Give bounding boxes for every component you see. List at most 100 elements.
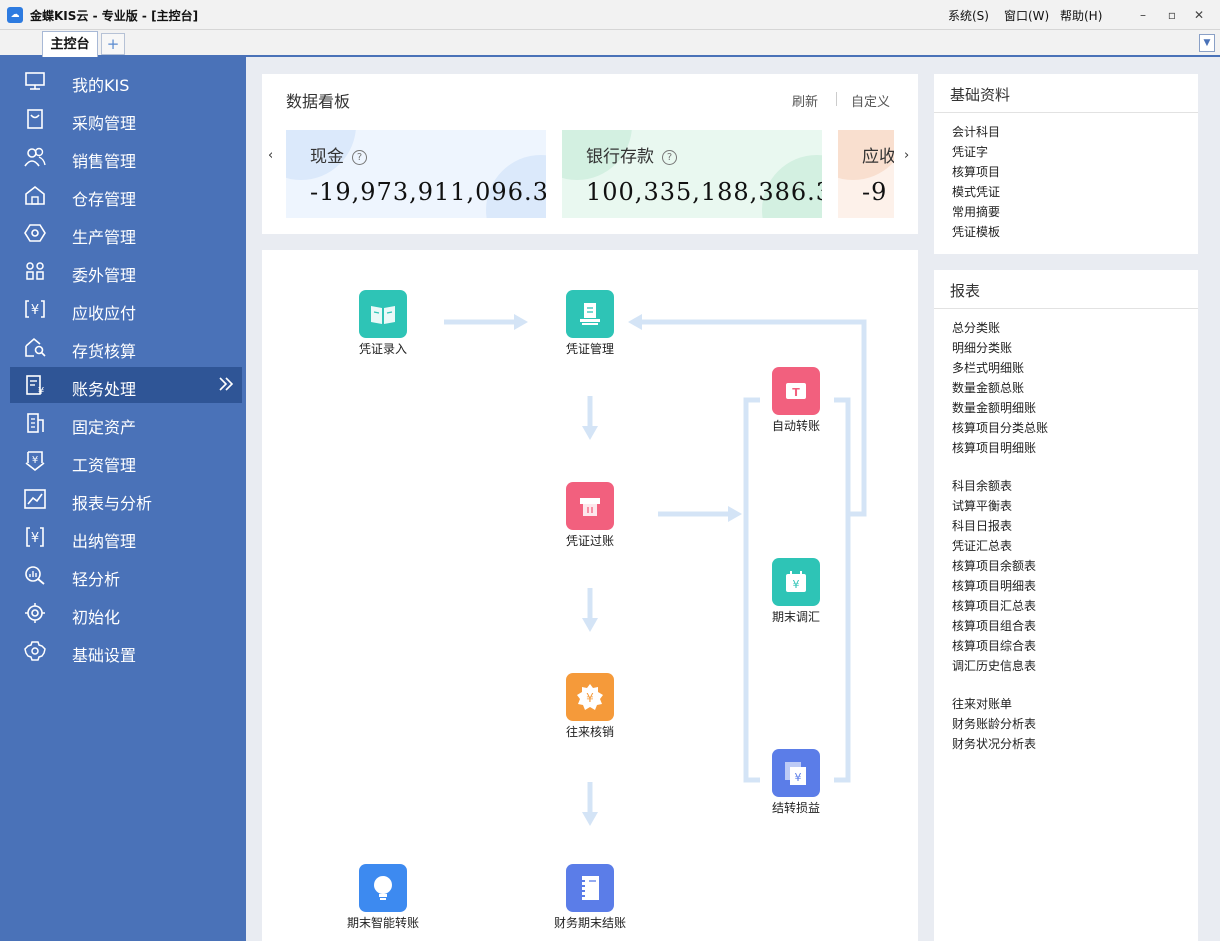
maximize-icon[interactable]: ▫ <box>1167 8 1177 22</box>
report-link[interactable]: 核算项目汇总表 <box>952 599 1037 613</box>
help-icon[interactable]: ? <box>662 150 677 165</box>
yen-box-icon: ¥ <box>25 300 45 318</box>
report-link[interactable]: 明细分类账 <box>952 341 1013 355</box>
customize-link[interactable]: 自定义 <box>851 95 891 110</box>
flow-node-smart-transfer[interactable]: 期末智能转账 <box>328 864 438 930</box>
link-accounting-items[interactable]: 核算项目 <box>952 165 1001 179</box>
menu-help[interactable]: 帮助(H) <box>1060 9 1103 23</box>
sidebar-item-inventory-costing[interactable]: 存货核算 <box>10 329 242 365</box>
flow-node-label: 结转损益 <box>771 801 820 815</box>
report-link[interactable]: 核算项目明细账 <box>952 441 1037 455</box>
double-chevron-right-icon <box>219 377 234 391</box>
flow-node-voucher-entry[interactable]: 凭证录入 <box>328 290 438 356</box>
report-link[interactable]: 核算项目分类总账 <box>952 421 1049 435</box>
report-link[interactable]: 试算平衡表 <box>952 499 1013 513</box>
title-bar: ☁ 金蝶KIS云 - 专业版 - [主控台] 系统(S) 窗口(W) 帮助(H)… <box>0 0 1220 30</box>
process-flow-panel: 凭证录入 凭证管理 凭证过账 ¥ 往来核销 期末智能转账 财务期末结账 T 自动… <box>262 250 918 941</box>
flow-connectors <box>444 314 867 826</box>
card-cash[interactable]: 现金? -19,973,911,096.3 <box>286 130 546 218</box>
chevron-down-icon[interactable]: ▼ <box>1199 34 1215 52</box>
sidebar-item-receivable-payable[interactable]: ¥ 应收应付 <box>10 291 242 327</box>
basic-info-title: 基础资料 <box>950 86 1011 104</box>
report-link[interactable]: 核算项目综合表 <box>952 639 1037 653</box>
card-title: 应收 <box>862 147 894 167</box>
link-template-voucher[interactable]: 模式凭证 <box>952 185 1001 199</box>
sidebar-item-outsourcing[interactable]: 委外管理 <box>10 253 242 289</box>
sidebar-item-purchase[interactable]: 采购管理 <box>10 101 242 137</box>
flow-node-pl-transfer[interactable]: ¥ 结转损益 <box>741 749 851 815</box>
report-link[interactable]: 数量金额总账 <box>952 381 1025 395</box>
menu-window[interactable]: 窗口(W) <box>1004 9 1050 23</box>
report-link[interactable]: 总分类账 <box>952 321 1001 335</box>
sidebar-item-initialization[interactable]: 初始化 <box>10 595 242 631</box>
reports-title: 报表 <box>950 282 981 300</box>
sidebar-item-label: 初始化 <box>72 608 121 627</box>
house-search-icon <box>25 337 46 357</box>
card-title: 现金? <box>310 142 367 167</box>
flow-node-reconcile[interactable]: ¥ 往来核销 <box>535 673 645 739</box>
sidebar-item-fixed-assets[interactable]: 固定资产 <box>10 405 242 441</box>
tab-main-console[interactable]: 主控台 <box>42 31 98 57</box>
hexagon-gear-icon <box>24 224 46 242</box>
svg-text:¥: ¥ <box>793 578 800 591</box>
flow-node-label: 期末智能转账 <box>346 916 419 930</box>
report-link[interactable]: 核算项目明细表 <box>952 579 1037 593</box>
chevron-right-icon[interactable]: › <box>904 148 910 163</box>
flow-node-voucher-post[interactable]: 凭证过账 <box>535 482 645 548</box>
sidebar-item-reports-analysis[interactable]: 报表与分析 <box>10 481 242 517</box>
sidebar-item-label: 报表与分析 <box>72 494 153 513</box>
link-common-summary[interactable]: 常用摘要 <box>952 205 1001 219</box>
sidebar-item-label: 采购管理 <box>72 114 137 133</box>
report-link[interactable]: 调汇历史信息表 <box>952 659 1037 673</box>
link-voucher-word[interactable]: 凭证字 <box>952 145 989 159</box>
svg-text:¥: ¥ <box>795 771 802 784</box>
flow-node-period-close[interactable]: 财务期末结账 <box>535 864 645 930</box>
report-link[interactable]: 多栏式明细账 <box>952 361 1025 375</box>
sidebar-item-light-analysis[interactable]: 轻分析 <box>10 557 242 593</box>
report-link[interactable]: 财务状况分析表 <box>952 737 1037 751</box>
sidebar-item-accounting[interactable]: ¥ 账务处理 <box>10 367 242 403</box>
flow-node-auto-transfer[interactable]: T 自动转账 <box>741 367 851 433</box>
sidebar-item-payroll[interactable]: ¥ 工资管理 <box>10 443 242 479</box>
lightbulb-icon <box>359 864 407 912</box>
window-title: 金蝶KIS云 - 专业版 - [主控台] <box>30 9 199 23</box>
card-value: 100,335,188,386.3 <box>586 178 822 206</box>
sidebar-item-label: 仓存管理 <box>72 190 137 209</box>
report-link[interactable]: 往来对账单 <box>952 697 1013 711</box>
link-voucher-template[interactable]: 凭证模板 <box>952 225 1001 239</box>
report-link[interactable]: 科目余额表 <box>952 479 1013 493</box>
wage-download-icon: ¥ <box>25 451 45 471</box>
ledger-yen-icon: ¥ <box>26 375 44 395</box>
flow-node-label: 期末调汇 <box>771 610 820 624</box>
sidebar-item-production[interactable]: 生产管理 <box>10 215 242 251</box>
link-chart-of-accounts[interactable]: 会计科目 <box>952 125 1001 139</box>
report-link[interactable]: 核算项目余额表 <box>952 559 1037 573</box>
cloud-icon: ☁ <box>7 7 23 23</box>
report-link[interactable]: 科目日报表 <box>952 519 1013 533</box>
plus-icon[interactable]: + <box>101 33 125 55</box>
card-carousel: 现金? -19,973,911,096.3 银行存款? 100,335,188,… <box>286 130 894 218</box>
flow-node-voucher-manage[interactable]: 凭证管理 <box>535 290 645 356</box>
report-link[interactable]: 数量金额明细账 <box>952 401 1037 415</box>
flow-node-label: 自动转账 <box>771 419 820 433</box>
sidebar-item-sales[interactable]: 销售管理 <box>10 139 242 175</box>
chevron-left-icon[interactable]: ‹ <box>268 148 274 163</box>
help-icon[interactable]: ? <box>352 150 367 165</box>
report-link[interactable]: 凭证汇总表 <box>952 539 1013 553</box>
sidebar-item-warehouse[interactable]: 仓存管理 <box>10 177 242 213</box>
menu-system[interactable]: 系统(S) <box>948 9 989 23</box>
card-receivable[interactable]: 应收 -9 <box>838 130 894 218</box>
notebook-icon <box>566 864 614 912</box>
gear-icon <box>24 641 46 661</box>
card-value: -9 <box>862 178 888 206</box>
refresh-link[interactable]: 刷新 <box>792 95 819 110</box>
card-bank-deposit[interactable]: 银行存款? 100,335,188,386.3 <box>562 130 822 218</box>
report-link[interactable]: 财务账龄分析表 <box>952 717 1037 731</box>
sidebar-item-my-kis[interactable]: 我的KIS <box>10 63 242 99</box>
minimize-icon[interactable]: – <box>1140 8 1146 22</box>
close-icon[interactable]: ✕ <box>1193 8 1205 22</box>
sidebar-item-basic-settings[interactable]: 基础设置 <box>10 633 242 669</box>
sidebar-item-cashier[interactable]: ¥ 出纳管理 <box>10 519 242 555</box>
flow-node-fx-adjust[interactable]: ¥ 期末调汇 <box>741 558 851 624</box>
report-link[interactable]: 核算项目组合表 <box>952 619 1037 633</box>
